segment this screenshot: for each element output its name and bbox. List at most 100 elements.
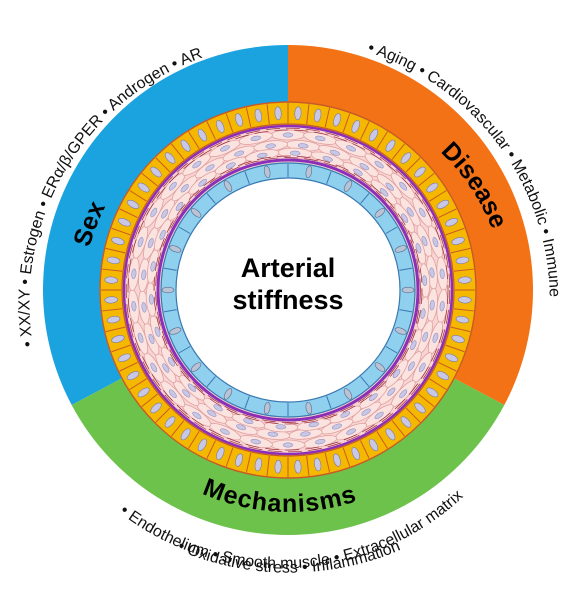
adventitia-nucleus xyxy=(436,371,450,381)
adventitia-nucleus xyxy=(235,453,243,467)
smooth-muscle-nucleus xyxy=(282,132,294,138)
endothelial-cell-border xyxy=(244,171,250,184)
smooth-muscle-nucleus xyxy=(131,268,137,280)
adventitia-cell-border xyxy=(405,407,421,423)
smooth-muscle-nucleus xyxy=(329,149,340,156)
adventitia-cell-border xyxy=(266,455,270,476)
smooth-muscle-nucleus xyxy=(167,357,175,367)
adventitia-nucleus xyxy=(118,218,131,227)
adventitia-nucleus xyxy=(426,387,439,398)
smooth-muscle-nucleus xyxy=(429,299,435,311)
smooth-muscle-nucleus xyxy=(225,162,236,169)
adventitia-nucleus xyxy=(436,199,450,209)
smooth-muscle-nucleus xyxy=(315,135,326,142)
adventitia-cell-border xyxy=(391,420,405,437)
smooth-muscle-nucleus xyxy=(198,179,208,187)
adventitia-nucleus xyxy=(400,152,412,164)
adventitia-nucleus xyxy=(457,296,472,304)
adventitia-nucleus xyxy=(369,128,379,142)
endothelial-cell-border xyxy=(385,226,398,234)
adventitia-cell-border xyxy=(405,157,421,173)
adventitia-cell-border xyxy=(129,378,147,390)
adventitia-cell-border xyxy=(225,113,234,133)
adventitia-cell-border xyxy=(450,247,471,254)
smooth-muscle-nucleus xyxy=(236,424,247,431)
smooth-muscle-nucleus xyxy=(243,418,254,424)
smooth-muscle-nucleus xyxy=(420,308,426,319)
adventitia-cell-border xyxy=(438,208,457,218)
smooth-muscle-nucleus xyxy=(192,160,202,169)
adventitia-cell-border xyxy=(141,173,158,187)
endothelial-nucleus xyxy=(343,180,353,192)
endothelial-nucleus xyxy=(394,327,407,335)
adventitia-nucleus xyxy=(164,152,176,164)
endothelial-cell-border xyxy=(206,193,216,204)
adventitia-cell-border xyxy=(188,431,200,449)
adventitia-nucleus xyxy=(451,237,465,245)
adventitia-cell-border xyxy=(105,247,126,254)
smooth-muscle-nucleus xyxy=(141,269,147,281)
adventitia-cell-border xyxy=(453,268,474,272)
endothelial-nucleus xyxy=(263,165,271,179)
smooth-muscle-nucleus xyxy=(439,300,445,312)
adventitia-cell-border xyxy=(225,447,234,467)
smooth-muscle-nucleus xyxy=(148,294,154,305)
adventitia-nucleus xyxy=(426,182,439,193)
endothelial-cell-border xyxy=(206,376,216,387)
endothelial-nucleus xyxy=(394,245,407,253)
adventitia-cells xyxy=(101,103,475,477)
endothelial-nucleus xyxy=(305,401,313,415)
adventitia-cell-border xyxy=(102,308,123,312)
smooth-muscle-nucleus xyxy=(331,423,342,430)
smooth-muscle-nucleus xyxy=(374,411,384,420)
endothelial-nucleus xyxy=(190,362,202,372)
endothelial-cell-border xyxy=(399,267,413,271)
lumen xyxy=(175,177,401,403)
adventitia-cell-border xyxy=(445,344,465,353)
adventitia-nucleus xyxy=(150,166,162,178)
smooth-muscle-nucleus xyxy=(359,163,369,171)
smooth-muscle-nucleus xyxy=(234,150,245,157)
smooth-muscle-nucleus xyxy=(432,332,439,343)
smooth-muscle-nucleus xyxy=(180,184,189,193)
adventitia-cell-border xyxy=(391,143,405,160)
adventitia-cell-border xyxy=(376,431,388,449)
smooth-muscle-nucleus xyxy=(275,424,287,430)
smooth-muscle-nucleus xyxy=(346,145,356,152)
artery-cross-section xyxy=(99,101,477,479)
adventitia-nucleus xyxy=(254,457,262,472)
smooth-muscle-nucleus xyxy=(308,421,319,428)
adventitia-cell-border xyxy=(445,227,465,236)
endothelial-nucleus xyxy=(190,208,202,218)
smooth-muscle-nucleus xyxy=(406,207,414,217)
adventitia-nucleus xyxy=(197,128,207,142)
elastic-lamellae xyxy=(122,124,454,456)
adventitia-cell-border xyxy=(453,308,474,312)
smooth-muscle-nucleus xyxy=(429,267,435,278)
adventitia-nucleus xyxy=(180,139,191,152)
elastic-lamella xyxy=(125,127,451,453)
smooth-muscle-nucleus xyxy=(385,182,394,191)
adventitia-cell-border xyxy=(141,393,158,407)
smooth-muscle-nucleus xyxy=(141,302,147,313)
adventitia-cell-border xyxy=(155,407,171,423)
adventitia-nucleus xyxy=(137,387,150,398)
adventitia-cell-border xyxy=(438,362,457,372)
adventitia-nucleus xyxy=(111,335,125,343)
adventitia-nucleus xyxy=(455,256,470,264)
adventitia-nucleus xyxy=(369,438,379,452)
adventitia-nucleus xyxy=(104,296,119,304)
endothelial-nucleus xyxy=(374,362,386,372)
adventitia-nucleus xyxy=(457,276,472,284)
endothelial-cell-border xyxy=(178,226,191,234)
endothelial-nucleus xyxy=(401,286,415,294)
endothelial-cell-border xyxy=(178,346,191,354)
smooth-muscle-nucleus xyxy=(220,145,230,152)
endothelial-nucleus xyxy=(263,401,271,415)
endothelial-nucleus xyxy=(169,327,182,335)
smooth-muscle-nucleus xyxy=(353,168,363,176)
adventitia-cell-border xyxy=(129,190,147,202)
smooth-muscle-nucleus xyxy=(399,389,408,398)
smooth-muscle-nucleus xyxy=(257,152,268,159)
